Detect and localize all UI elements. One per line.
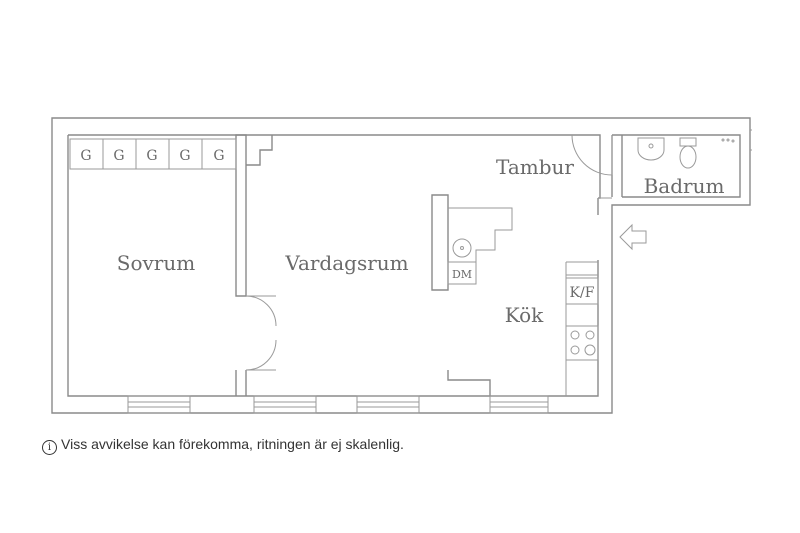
toilet-icon — [679, 137, 697, 169]
room-label-kok: Kök — [505, 303, 544, 327]
info-icon: i — [42, 440, 57, 455]
dishwasher: DM — [447, 261, 477, 285]
wardrobes: G G G G G — [69, 138, 237, 170]
fridge-freezer: K/F — [565, 277, 599, 305]
wardrobe-label: G — [80, 148, 91, 164]
wardrobe-label: G — [146, 148, 157, 164]
windows — [127, 129, 752, 414]
room-label-badrum: Badrum — [644, 174, 725, 198]
doors — [245, 134, 613, 371]
wardrobe-label: G — [179, 148, 190, 164]
fridge-freezer-label: K/F — [570, 285, 595, 301]
washbasin-icon — [637, 137, 665, 161]
outer-walls — [51, 117, 751, 414]
room-label-sovrum: Sovrum — [117, 251, 195, 275]
room-label-tambur: Tambur — [496, 155, 574, 179]
wardrobe-label: G — [213, 148, 224, 164]
kitchen-sink-icon — [452, 238, 472, 258]
shower-icon — [721, 138, 735, 143]
disclaimer-text: Viss avvikelse kan förekomma, ritningen … — [61, 436, 404, 452]
dishwasher-label: DM — [452, 268, 472, 281]
disclaimer: i Viss avvikelse kan förekomma, ritningen… — [42, 436, 404, 455]
wardrobe-label: G — [113, 148, 124, 164]
entrance-arrow-icon — [619, 223, 647, 251]
room-label-vardagsrum: Vardagsrum — [284, 251, 408, 275]
stove-icon — [565, 325, 599, 361]
